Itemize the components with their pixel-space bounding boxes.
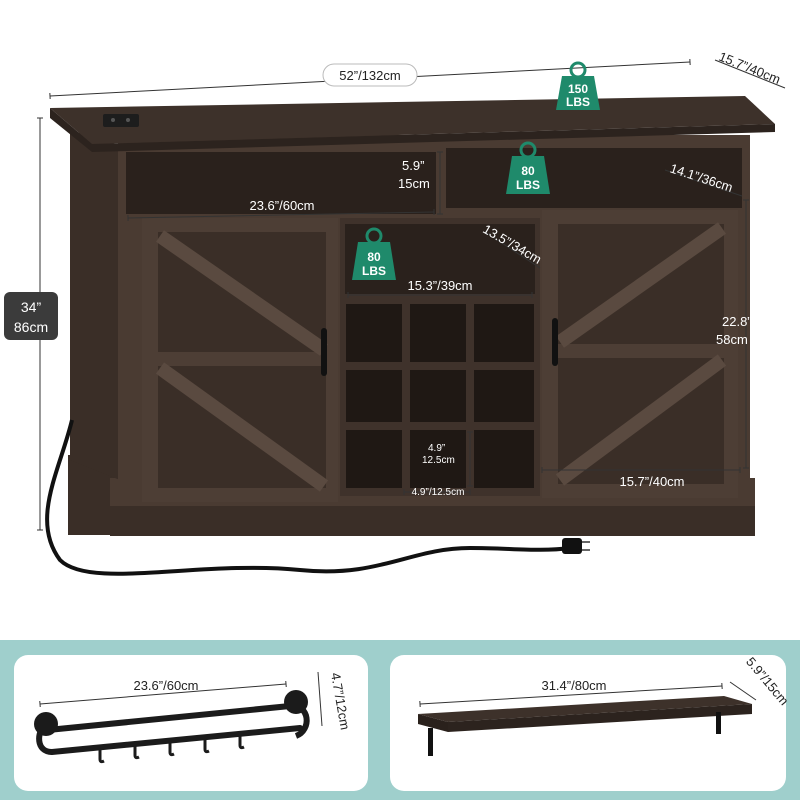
weight-icon (556, 76, 600, 110)
badge-wine-value: 80 (367, 250, 381, 264)
badge-shelf-value: 80 (521, 164, 535, 178)
power-plug-icon (562, 538, 582, 554)
label-wine-width: 15.3”/39cm (407, 278, 472, 293)
weight-badge-top: 150 LBS (556, 61, 600, 110)
label-shelf2-width: 31.4”/80cm (541, 678, 606, 693)
rail-mount-icon (284, 690, 308, 714)
label-cabinet-width: 15.7”/40cm (619, 474, 684, 489)
label-cube-height-cm: 12.5cm (422, 455, 455, 466)
label-rail-width: 23.6”/60cm (133, 678, 198, 693)
label-cube-height-in: 4.9” (428, 443, 445, 454)
weight-icon (352, 242, 396, 280)
shelf-bracket-icon (716, 712, 721, 734)
label-shelf-height-in: 5.9” (402, 158, 424, 173)
left-open-shelf (126, 152, 436, 214)
left-door-handle-icon[interactable] (321, 328, 327, 376)
rail-hooks (98, 733, 245, 764)
cabinet-side-panel (70, 130, 120, 480)
weight-icon (506, 156, 550, 194)
left-barn-door[interactable] (142, 218, 338, 502)
badge-wine-unit: LBS (362, 264, 386, 278)
label-total-width: 52”/132cm (339, 68, 400, 83)
rail-card (14, 655, 368, 791)
badge-top-unit: LBS (566, 95, 590, 109)
label-total-height-in: 34” (21, 299, 42, 315)
height-label-box (4, 292, 58, 340)
right-barn-door[interactable] (542, 210, 738, 498)
weight-badge-wine: 80 LBS (352, 227, 396, 280)
shelf-bracket-icon (428, 728, 433, 756)
hanging-rail (34, 690, 310, 764)
power-outlet-icon (103, 114, 139, 127)
badge-shelf-unit: LBS (516, 178, 540, 192)
wine-rack-grid (346, 304, 534, 488)
right-door-handle-icon[interactable] (552, 318, 558, 366)
label-cube-width: 4.9”/12.5cm (412, 487, 465, 498)
label-top-depth: 15.7”/40cm (717, 49, 783, 87)
label-shelf-height-cm: 15cm (398, 176, 430, 191)
power-cord (45, 419, 571, 576)
label-total-height-cm: 86cm (14, 319, 48, 335)
label-cabinet-height-cm: 58cm (716, 332, 748, 347)
label-cabinet-height-in: 22.8” (722, 314, 752, 329)
badge-top-value: 150 (568, 82, 588, 96)
weight-badge-shelf: 80 LBS (506, 141, 550, 194)
right-open-shelf (446, 148, 742, 208)
label-shelf-width: 23.6”/60cm (249, 198, 314, 213)
